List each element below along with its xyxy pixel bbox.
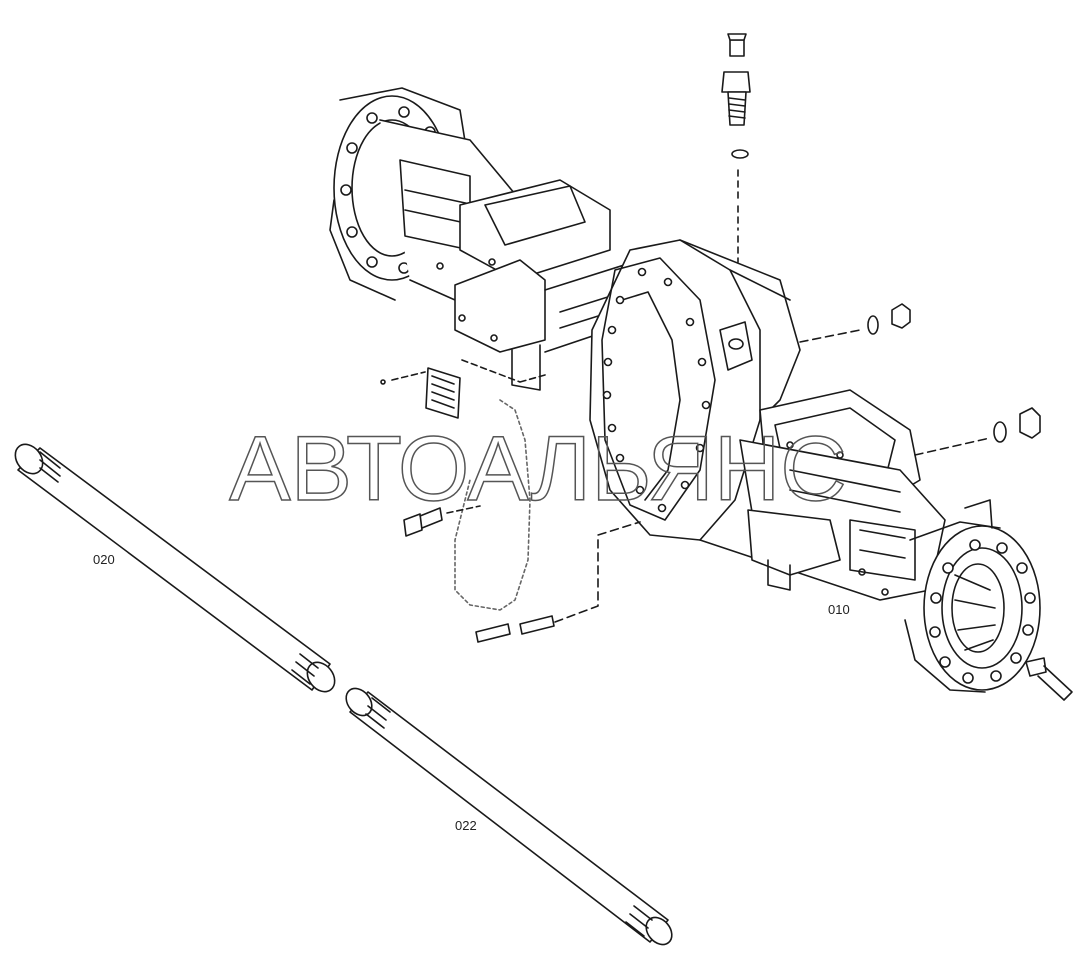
bolt-right	[1025, 657, 1073, 701]
right-axle-arm	[739, 389, 946, 601]
axle-shaft-020	[14, 443, 336, 693]
center-housing	[589, 239, 801, 561]
nameplate	[380, 359, 546, 419]
drain-plugs	[799, 303, 1041, 456]
ring-gear-outline	[454, 399, 531, 611]
axle-shaft-022	[345, 687, 673, 946]
dowel-pins	[475, 521, 641, 643]
callout-shaft-right: 022	[455, 818, 477, 833]
left-axle-arm	[379, 119, 641, 391]
callout-housing: 010	[828, 602, 850, 617]
breather-assembly	[721, 33, 751, 263]
callout-shaft-left: 020	[93, 552, 115, 567]
bolt-left	[403, 505, 481, 537]
right-hub-flange	[904, 499, 1041, 693]
